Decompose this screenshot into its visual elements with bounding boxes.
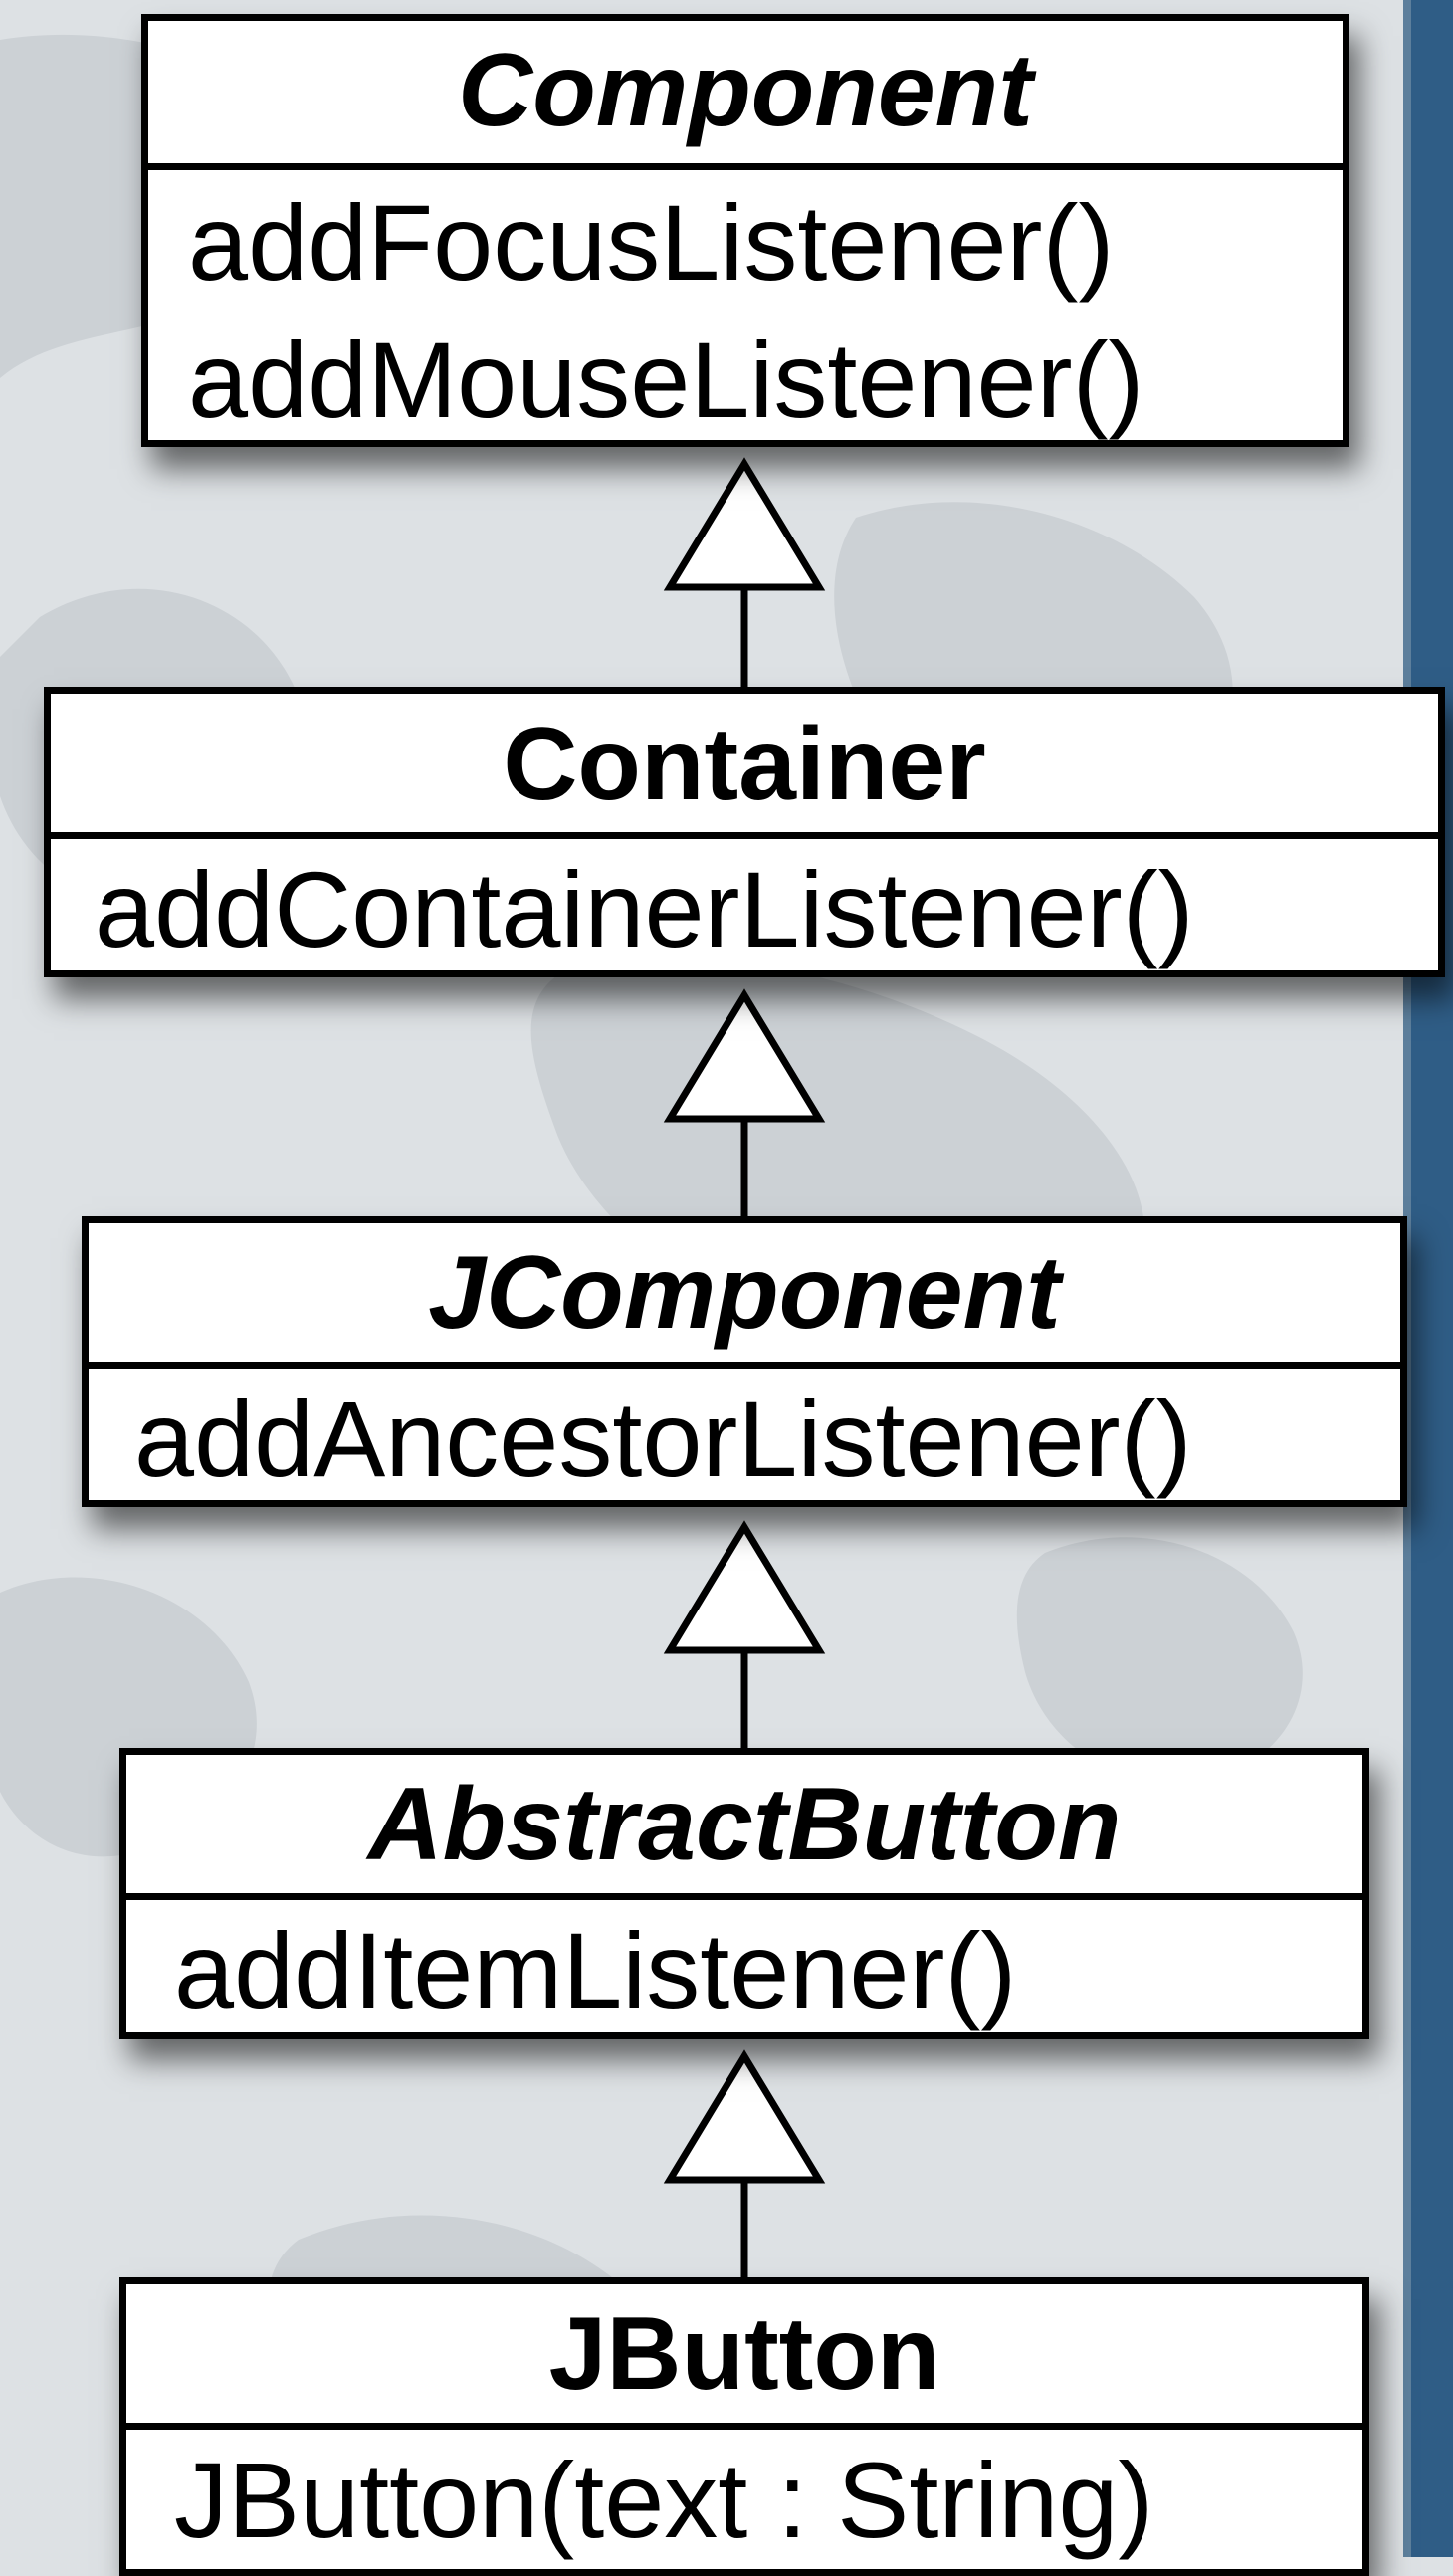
class-box-jcomponent: JComponent addAncestorListener() (82, 1216, 1407, 1507)
operation-item: addMouseListener() (188, 320, 1144, 440)
class-name-jbutton: JButton (126, 2284, 1362, 2430)
operation-item: addItemListener() (174, 1910, 1017, 2031)
class-name-component: Component (148, 21, 1343, 170)
class-box-container: Container addContainerListener() (44, 687, 1445, 977)
operations-container: addContainerListener() (51, 839, 1438, 978)
operations-component: addFocusListener() addMouseListener() (148, 170, 1343, 449)
operations-jcomponent: addAncestorListener() (89, 1369, 1400, 1508)
operation-item: addFocusListener() (188, 182, 1115, 303)
operations-abstractbutton: addItemListener() (126, 1900, 1362, 2039)
operation-item: JButton(text : String) (174, 2440, 1154, 2560)
operations-jbutton: JButton(text : String) (126, 2430, 1362, 2569)
class-box-component: Component addFocusListener() addMouseLis… (141, 14, 1349, 447)
class-name-jcomponent: JComponent (89, 1223, 1400, 1369)
class-box-jbutton: JButton JButton(text : String) (119, 2277, 1369, 2576)
operation-item: addAncestorListener() (134, 1379, 1192, 1499)
class-name-container: Container (51, 694, 1438, 839)
operation-item: addContainerListener() (95, 849, 1194, 969)
class-name-abstractbutton: AbstractButton (126, 1755, 1362, 1900)
class-box-abstractbutton: AbstractButton addItemListener() (119, 1748, 1369, 2039)
